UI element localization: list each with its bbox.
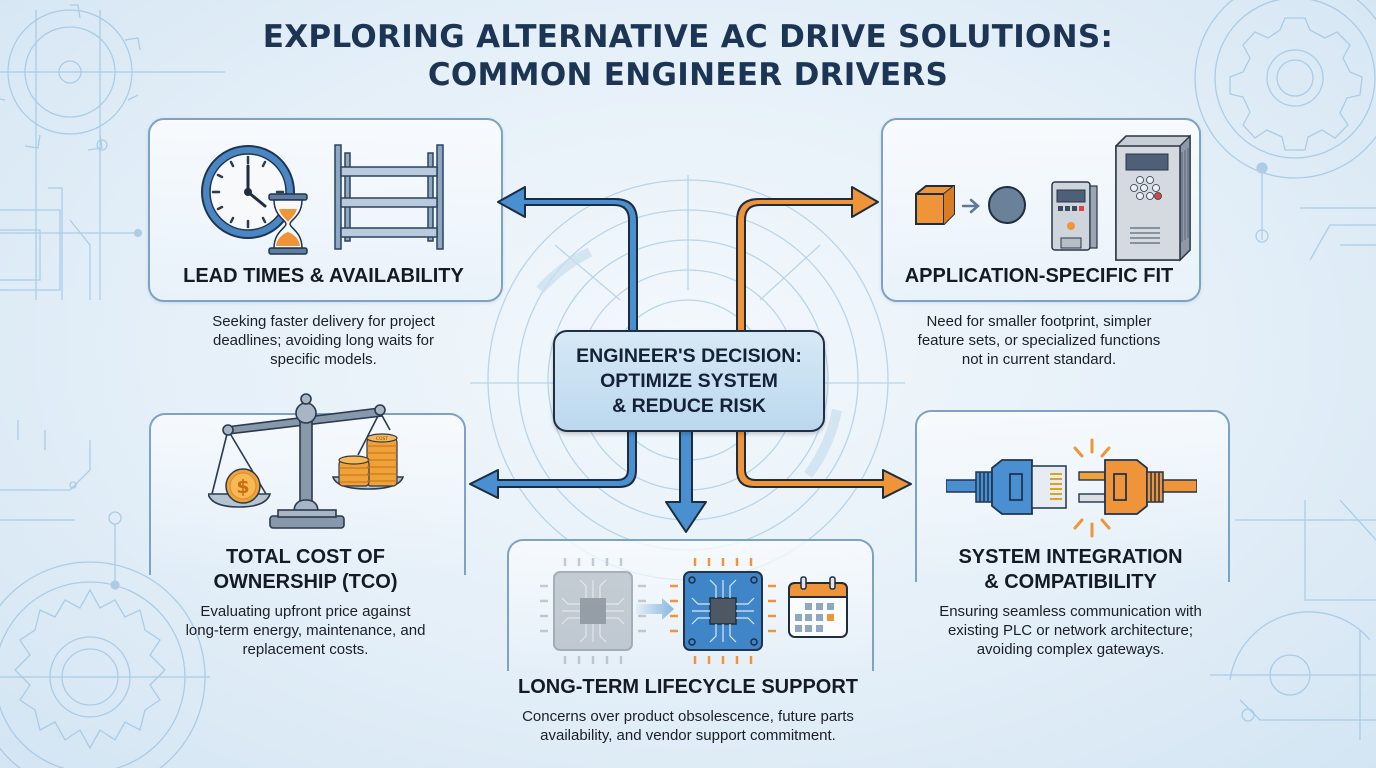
small-drive-icon: [1051, 181, 1098, 251]
arrow-to-application-fit: [736, 186, 879, 333]
card-application-fit-title: APPLICATION-SPECIFIC FIT: [904, 265, 1174, 287]
desc-line: long-term energy, maintenance, and: [185, 622, 426, 639]
desc-line: avoiding complex gateways.: [976, 641, 1165, 658]
large-drive-icon: [1115, 134, 1191, 262]
shelving-icon: [334, 144, 444, 250]
decision-line-2: OPTIMIZE SYSTEM: [600, 369, 778, 392]
card-lifecycle-description: Concerns over product obsolescence, futu…: [470, 707, 906, 745]
arrow-right-icon: [636, 598, 674, 620]
card-integration-description: Ensuring seamless communication with exi…: [910, 602, 1231, 659]
card-tco-description: Evaluating upfront price against long-te…: [149, 602, 462, 659]
decision-box: ENGINEER'S DECISION: OPTIMIZE SYSTEM & R…: [553, 330, 825, 432]
coin-label: COST: [376, 436, 389, 442]
arrow-to-integration: [736, 427, 912, 499]
gear-decoration-bottom-left: [0, 561, 210, 768]
desc-line: availability, and vendor support commitm…: [540, 727, 836, 744]
desc-line: deadlines; avoiding long waits for: [213, 332, 434, 349]
arrow-right-icon: [961, 198, 980, 214]
cube-icon: [915, 185, 955, 225]
clock-icon: [201, 145, 295, 239]
dollar-coin-icon: $: [225, 468, 261, 504]
page-title: EXPLORING ALTERNATIVE AC DRIVE SOLUTIONS…: [0, 18, 1376, 94]
spark-icon: [1073, 438, 1111, 538]
circuit-decoration-right: [1210, 499, 1376, 740]
card-lifecycle-title: LONG-TERM LIFECYCLE SUPPORT: [518, 676, 858, 698]
desc-line: specific models.: [270, 351, 377, 368]
arrow-to-lead-times: [497, 186, 638, 333]
circle-icon: [988, 186, 1026, 224]
calendar-icon: [788, 576, 848, 638]
card-integration-title: SYSTEM INTEGRATION & COMPATIBILITY: [915, 545, 1226, 595]
desc-line: existing PLC or network architecture;: [947, 622, 1194, 639]
title-line: & COMPATIBILITY: [984, 571, 1157, 593]
gear-decoration-top-right: [1194, 0, 1376, 261]
hourglass-icon: [268, 193, 308, 255]
svg-text:$: $: [236, 476, 249, 498]
card-integration: [915, 410, 1230, 582]
arrow-to-tco: [469, 427, 637, 499]
desc-line: feature sets, or specialized functions: [917, 332, 1161, 349]
desc-line: replacement costs.: [242, 641, 369, 658]
title-line-2: COMMON ENGINEER DRIVERS: [427, 57, 949, 93]
desc-line: Seeking faster delivery for project: [212, 313, 435, 330]
old-chip-icon: [540, 558, 646, 664]
card-lead-times-title: LEAD TIMES & AVAILABILITY: [183, 265, 464, 287]
desc-line: Ensuring seamless communication with: [939, 603, 1202, 620]
title-line: TOTAL COST OF: [226, 546, 385, 568]
arrow-to-lifecycle: [665, 427, 707, 533]
ethernet-plug-icon: [946, 459, 1067, 515]
desc-line: Need for smaller footprint, simpler: [926, 313, 1152, 330]
title-line: OWNERSHIP (TCO): [213, 571, 398, 593]
gear-decoration-top-left: [0, 4, 225, 300]
card-lead-times-description: Seeking faster delivery for project dead…: [148, 312, 499, 369]
decision-line-3: & REDUCE RISK: [612, 394, 766, 417]
card-application-fit-description: Need for smaller footprint, simpler feat…: [881, 312, 1197, 369]
desc-line: Evaluating upfront price against: [200, 603, 411, 620]
power-plug-icon: [1078, 459, 1197, 515]
coin-stacks-icon: COST: [338, 433, 398, 487]
circuit-decoration-left: [0, 187, 143, 590]
title-line-1: EXPLORING ALTERNATIVE AC DRIVE SOLUTIONS…: [262, 19, 1114, 55]
desc-line: not in current standard.: [961, 351, 1117, 368]
title-line: SYSTEM INTEGRATION: [958, 546, 1183, 568]
new-chip-icon: [670, 558, 776, 664]
decision-line-1: ENGINEER'S DECISION:: [576, 344, 802, 367]
card-tco-title: TOTAL COST OF OWNERSHIP (TCO): [149, 545, 462, 595]
desc-line: Concerns over product obsolescence, futu…: [522, 708, 854, 725]
